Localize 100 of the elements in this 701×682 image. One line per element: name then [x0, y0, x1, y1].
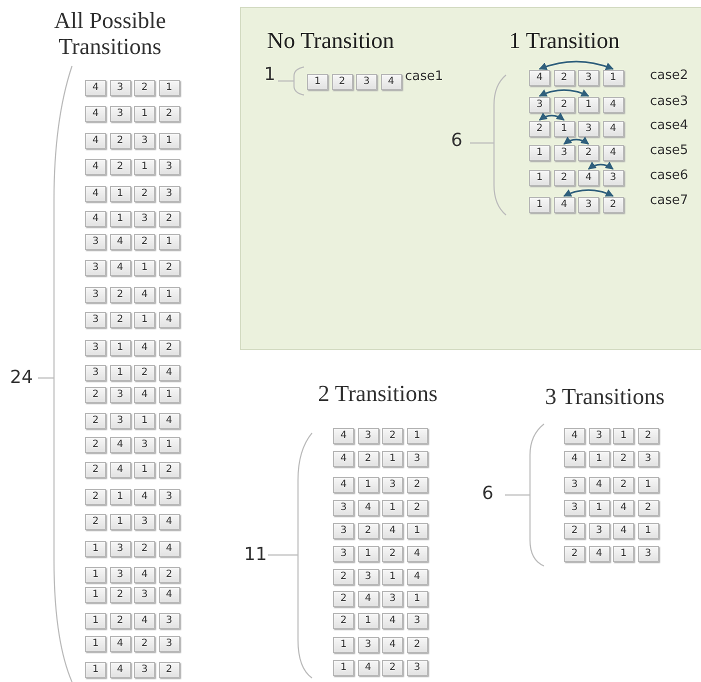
number-tile: 2 [110, 613, 130, 629]
number-tile: 2 [110, 159, 130, 175]
number-tile: 1 [382, 451, 403, 467]
number-tile: 3 [110, 413, 130, 429]
number-tile: 4 [110, 260, 130, 276]
number-tile: 3 [158, 613, 180, 629]
number-tile: 4 [134, 567, 155, 583]
number-tile: 4 [564, 451, 585, 467]
number-tile: 1 [158, 437, 180, 453]
number-tile: 1 [358, 613, 378, 629]
swap-arrow [538, 112, 565, 121]
number-tile: 2 [134, 80, 155, 96]
number-tile: 1 [358, 477, 378, 493]
number-tile: 2 [554, 97, 574, 113]
number-tile: 1 [134, 312, 155, 328]
number-tile: 3 [578, 121, 599, 137]
number-tile: 2 [134, 186, 155, 202]
number-tile: 1 [110, 365, 130, 381]
number-tile: 3 [85, 340, 106, 356]
number-tile: 4 [382, 613, 403, 629]
number-tile: 2 [529, 121, 550, 137]
number-tile: 3 [333, 500, 354, 516]
number-tile: 1 [110, 211, 130, 227]
number-tile: 2 [85, 437, 106, 453]
number-tile: 2 [602, 197, 624, 213]
number-tile: 2 [158, 340, 180, 356]
number-tile: 1 [406, 428, 428, 444]
number-tile: 3 [638, 451, 658, 467]
number-tile: 3 [333, 523, 354, 539]
number-tile: 2 [85, 514, 106, 530]
number-tile: 2 [85, 489, 106, 505]
number-tile: 4 [158, 514, 180, 530]
number-tile: 3 [110, 387, 130, 403]
number-tile: 1 [110, 340, 130, 356]
section-heading: No Transition [267, 28, 394, 54]
case-label: case1 [405, 69, 444, 84]
number-tile: 1 [134, 260, 155, 276]
number-tile: 4 [85, 186, 106, 202]
number-tile: 3 [578, 197, 599, 213]
number-tile: 4 [333, 477, 354, 493]
number-tile: 1 [613, 428, 634, 444]
number-tile: 4 [85, 106, 106, 122]
number-tile: 1 [85, 662, 106, 678]
case-label: case5 [650, 143, 688, 158]
number-tile: 3 [356, 74, 377, 90]
count-label: 6 [451, 130, 462, 151]
number-tile: 4 [564, 428, 585, 444]
number-tile: 4 [110, 462, 130, 478]
number-tile: 3 [564, 500, 585, 516]
number-tile: 4 [588, 546, 610, 562]
case-label: case3 [650, 94, 688, 109]
number-tile: 3 [134, 133, 155, 149]
case-label: case7 [650, 193, 688, 208]
number-tile: 2 [85, 413, 106, 429]
swap-arrow [563, 136, 590, 145]
panel-background [240, 7, 701, 350]
number-tile: 1 [406, 591, 428, 607]
number-tile: 1 [529, 145, 550, 161]
case-label: case4 [650, 118, 688, 133]
number-tile: 3 [85, 234, 106, 250]
number-tile: 4 [358, 591, 378, 607]
number-tile: 1 [134, 159, 155, 175]
number-tile: 2 [158, 462, 180, 478]
number-tile: 1 [602, 70, 624, 86]
swap-arrow [538, 60, 614, 70]
section-heading: 1 Transition [509, 28, 620, 54]
number-tile: 3 [158, 186, 180, 202]
number-tile: 4 [406, 546, 428, 562]
number-tile: 2 [134, 541, 155, 557]
number-tile: 2 [406, 637, 428, 653]
number-tile: 4 [134, 613, 155, 629]
count-label: 1 [264, 64, 276, 85]
number-tile: 4 [333, 428, 354, 444]
number-tile: 1 [333, 660, 354, 676]
number-tile: 3 [134, 437, 155, 453]
number-tile: 4 [554, 197, 574, 213]
number-tile: 2 [134, 636, 155, 652]
number-tile: 4 [110, 234, 130, 250]
number-tile: 1 [588, 451, 610, 467]
number-tile: 1 [158, 287, 180, 303]
number-tile: 3 [406, 613, 428, 629]
number-tile: 4 [613, 500, 634, 516]
number-tile: 2 [554, 170, 574, 186]
number-tile: 1 [158, 234, 180, 250]
number-tile: 3 [158, 489, 180, 505]
number-tile: 1 [554, 121, 574, 137]
number-tile: 2 [382, 660, 403, 676]
number-tile: 4 [588, 477, 610, 493]
number-tile: 4 [158, 587, 180, 603]
number-tile: 4 [110, 437, 130, 453]
number-tile: 2 [158, 260, 180, 276]
number-tile: 4 [158, 413, 180, 429]
number-tile: 2 [332, 74, 352, 90]
number-tile: 2 [382, 428, 403, 444]
number-tile: 2 [333, 591, 354, 607]
number-tile: 3 [333, 546, 354, 562]
number-tile: 4 [158, 541, 180, 557]
number-tile: 3 [406, 451, 428, 467]
number-tile: 4 [85, 80, 106, 96]
number-tile: 4 [358, 660, 378, 676]
